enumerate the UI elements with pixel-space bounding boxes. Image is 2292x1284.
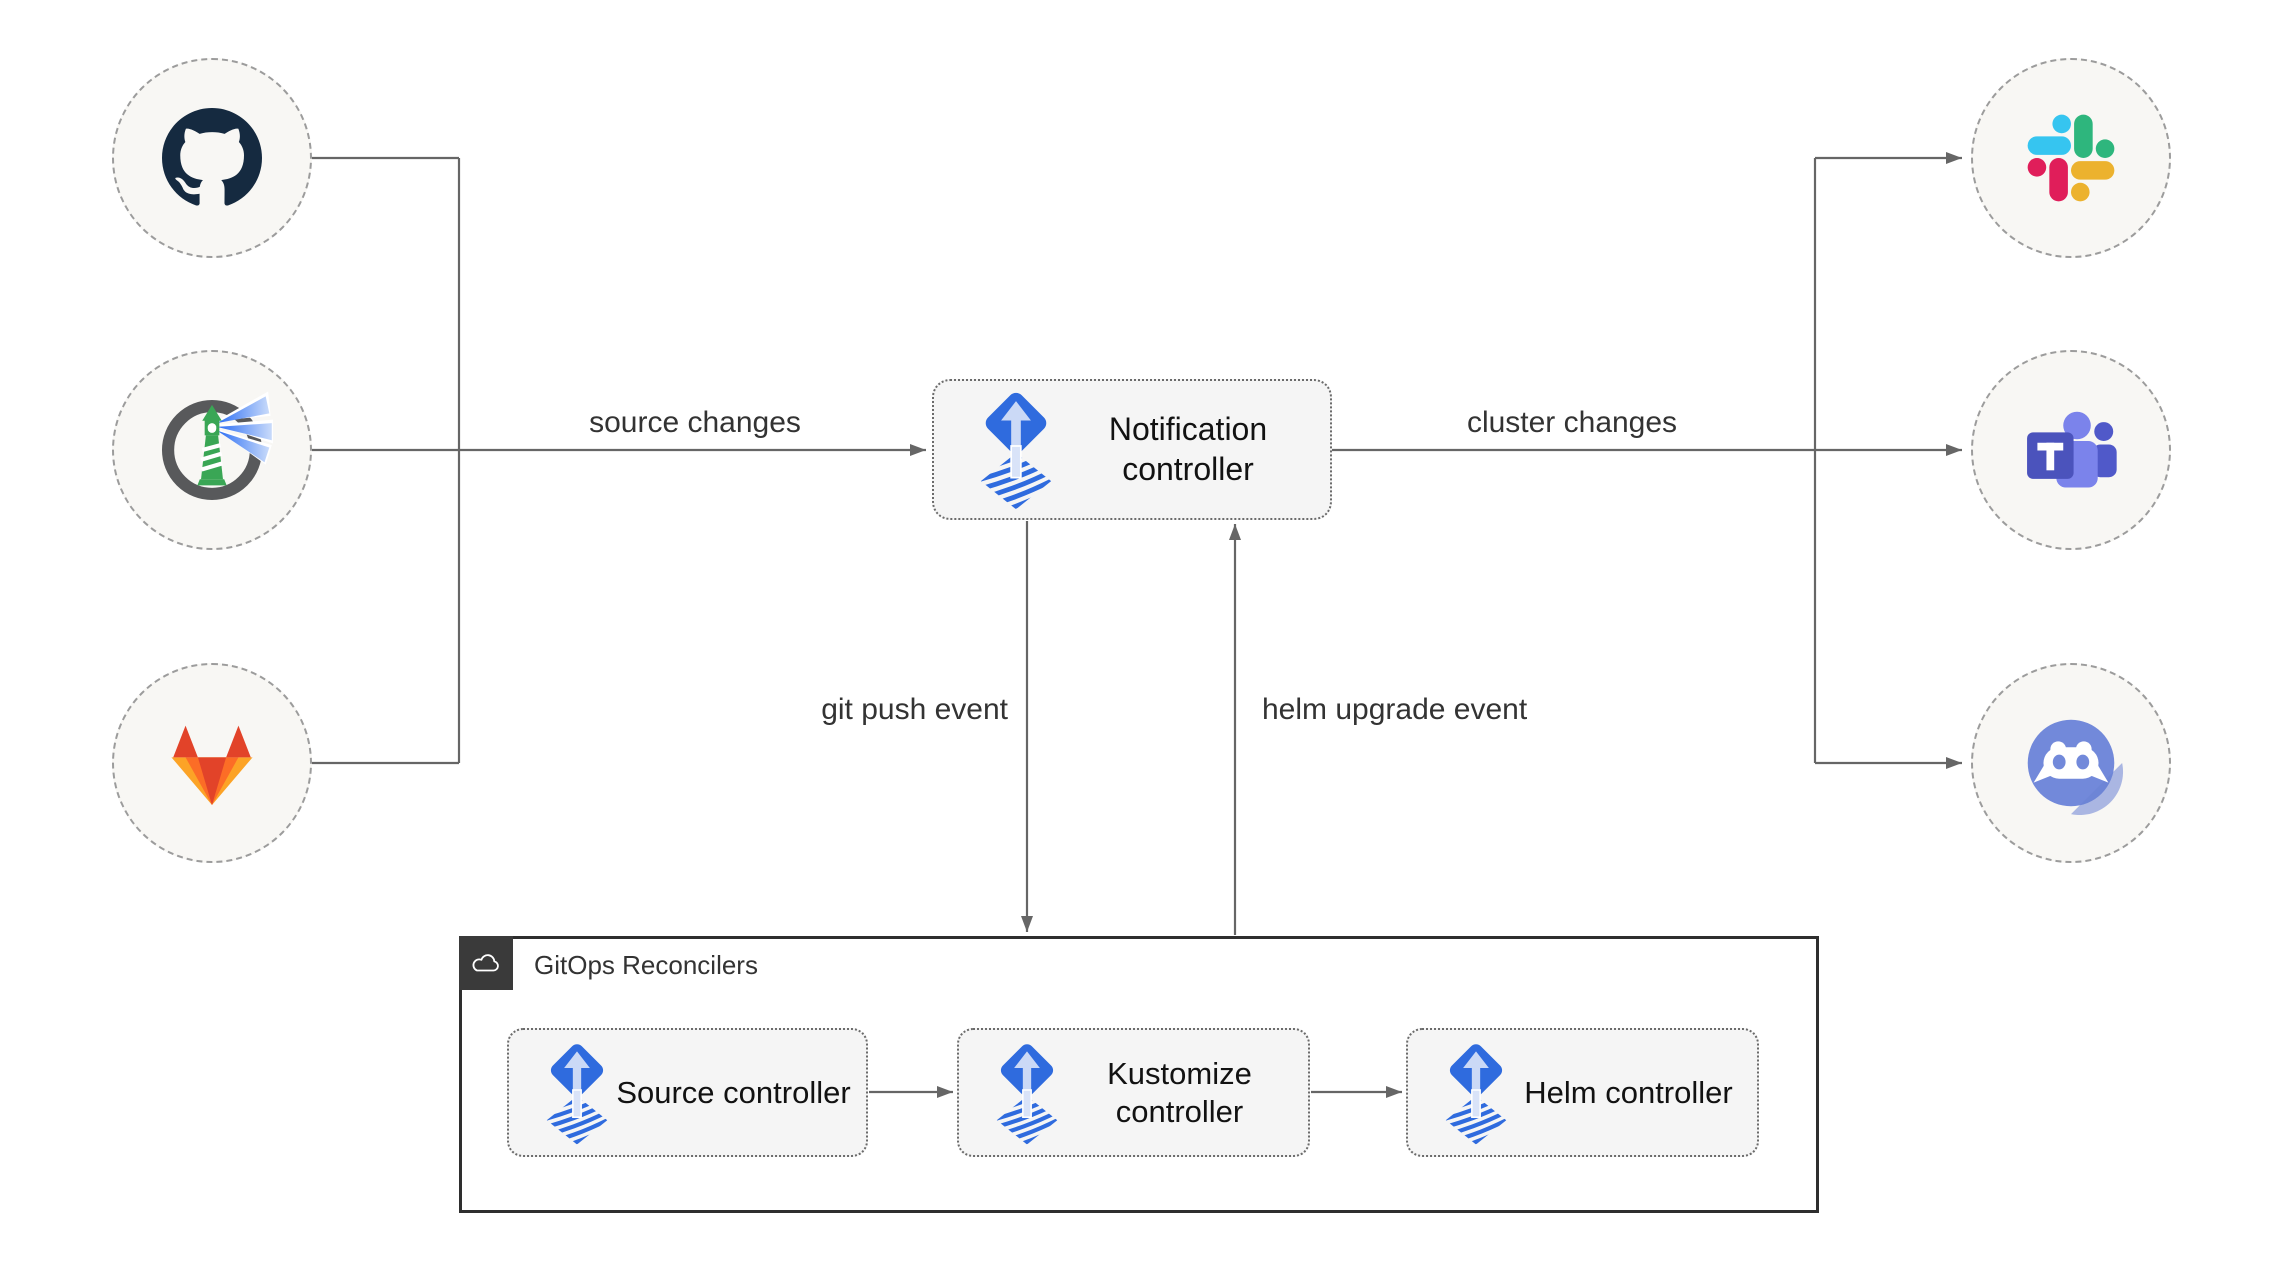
- teams-icon: [2015, 403, 2127, 498]
- node-label: Source controller: [616, 1074, 851, 1110]
- edge-label-git-push-event: git push event: [821, 693, 1008, 726]
- group-title: GitOps Reconcilers: [534, 950, 758, 980]
- helm-controller-node: Helm controller: [1406, 1028, 1759, 1157]
- discord-icon: [2012, 704, 2130, 822]
- discord-node: [1971, 663, 2171, 863]
- edge-label-cluster-changes: cluster changes: [1466, 406, 1678, 439]
- connector-left-bus: [312, 156, 926, 765]
- cloud-icon: [470, 951, 502, 975]
- edge-label-helm-upgrade-event: helm upgrade event: [1262, 693, 1528, 726]
- kustomize-controller-node: Kustomize controller: [957, 1028, 1310, 1157]
- edge-label-source-changes: source changes: [589, 406, 801, 439]
- harbor-node: [112, 350, 312, 550]
- github-icon: [162, 108, 262, 208]
- gitops-reconcilers-group: GitOps Reconcilers: [459, 936, 1819, 1213]
- slack-icon: [2023, 110, 2119, 206]
- flux-icon: [1438, 1040, 1514, 1146]
- flux-icon: [972, 388, 1060, 511]
- gitlab-node: [112, 663, 312, 863]
- group-header: [459, 936, 513, 990]
- slack-node: [1971, 58, 2171, 258]
- source-controller-node: Source controller: [507, 1028, 868, 1157]
- node-label: Notification controller: [1108, 411, 1268, 487]
- node-label: Kustomize controller: [1107, 1055, 1252, 1129]
- harbor-icon: [151, 389, 273, 511]
- github-node: [112, 58, 312, 258]
- notification-controller-node: Notification controller: [932, 379, 1332, 520]
- flux-icon: [989, 1040, 1065, 1146]
- connector-right-bus: [1332, 152, 1962, 769]
- gitlab-icon: [159, 715, 265, 812]
- flux-icon: [539, 1040, 615, 1146]
- teams-node: [1971, 350, 2171, 550]
- node-label: Helm controller: [1524, 1074, 1733, 1110]
